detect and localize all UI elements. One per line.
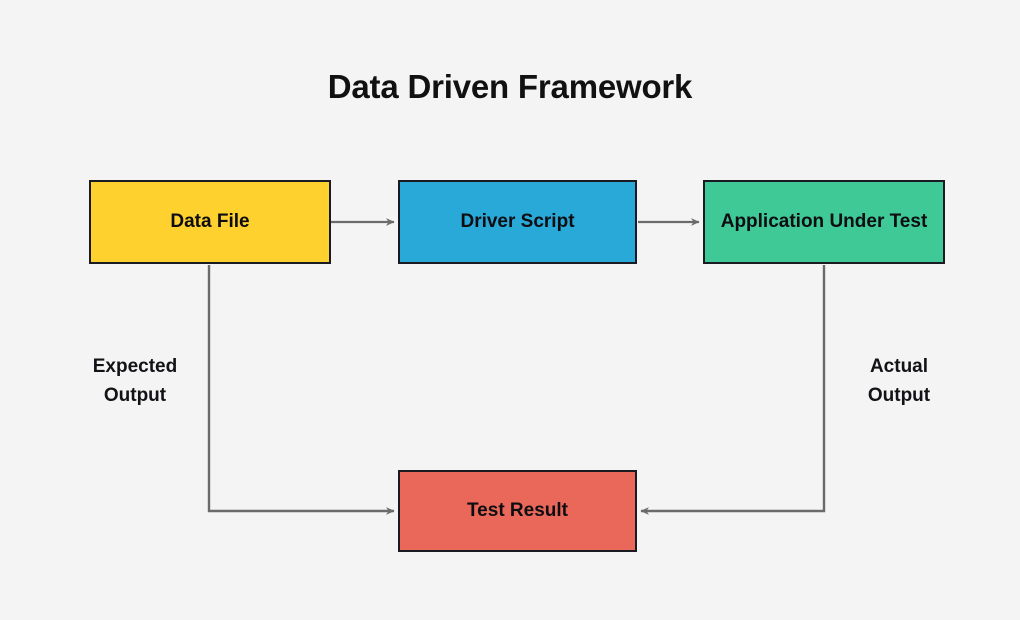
edge-label-actual-output-line1: Actual xyxy=(869,356,929,377)
edge-label-expected-output: Expected Output xyxy=(62,353,208,410)
node-driver-script-label: Driver Script xyxy=(460,211,575,233)
page-title: Data Driven Framework xyxy=(327,68,693,105)
edge-label-actual-output-line2: Output xyxy=(867,384,931,406)
node-driver-script[interactable]: Driver Script xyxy=(398,180,637,264)
edge-label-expected-output-line2: Output xyxy=(103,384,167,406)
edge-label-actual-output: Actual Output xyxy=(826,353,972,410)
connector-application-under-test-to-test-result xyxy=(640,265,826,515)
node-application-under-test[interactable]: Application Under Test xyxy=(703,180,945,264)
node-data-file-label: Data File xyxy=(170,211,250,233)
edge-label-expected-output-line1: Expected xyxy=(92,356,178,377)
node-application-under-test-label: Application Under Test xyxy=(720,211,928,233)
connector-data-file-to-test-result xyxy=(207,265,395,515)
node-test-result-label: Test Result xyxy=(466,500,568,522)
node-test-result[interactable]: Test Result xyxy=(398,470,637,552)
node-data-file[interactable]: Data File xyxy=(89,180,331,264)
